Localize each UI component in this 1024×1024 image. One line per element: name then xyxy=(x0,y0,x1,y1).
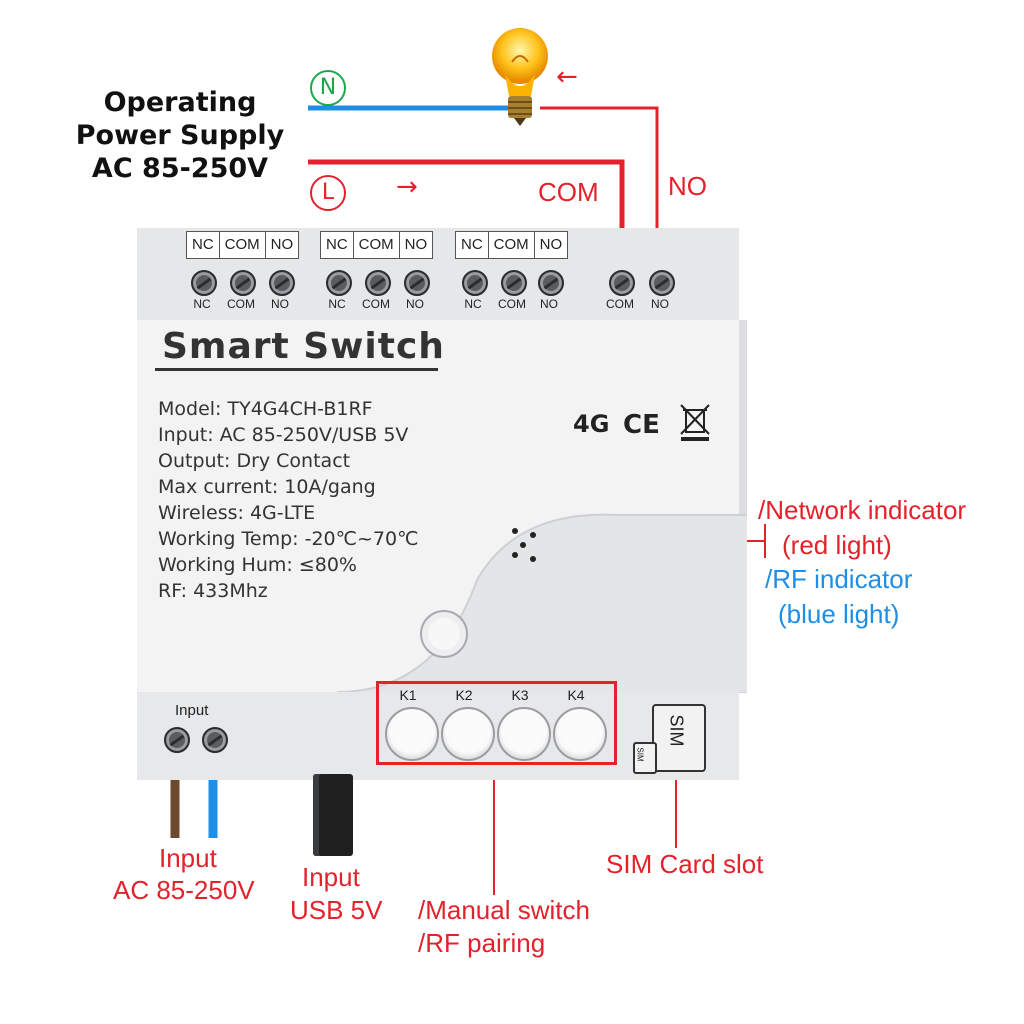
screw-label: NC xyxy=(193,297,211,311)
k3-button[interactable] xyxy=(497,707,551,761)
callout-input-ac-1: Input xyxy=(159,843,217,873)
screw-label: COM xyxy=(227,297,255,311)
callout-network-indicator: /Network indicator xyxy=(758,495,967,525)
screw-ch3-no[interactable] xyxy=(538,270,564,296)
terminal-box-2-nc: NC xyxy=(321,232,354,258)
spec-working-hum: Working Hum: ≤80% xyxy=(158,554,357,576)
callout-network-red-light: (red light) xyxy=(782,530,892,560)
screw-ch4-com[interactable] xyxy=(609,270,635,296)
k2-button[interactable] xyxy=(441,707,495,761)
cert-4g: 4G xyxy=(573,410,610,438)
bulb-icon xyxy=(492,28,548,126)
terminal-box-3: NC COM NO xyxy=(455,231,569,259)
spec-input: Input: AC 85-250V/USB 5V xyxy=(158,424,409,446)
terminal-box-1-no: NO xyxy=(270,236,294,253)
bulb-to-no-wire xyxy=(540,106,659,270)
power-supply-title: Operating Power Supply AC 85-250V xyxy=(60,86,300,185)
callout-rf-blue-light: (blue light) xyxy=(778,599,900,629)
main-pair-button[interactable] xyxy=(420,610,468,658)
indicator-led xyxy=(512,528,518,534)
sim-small-label: SIM xyxy=(635,747,645,762)
sim-card-slot[interactable] xyxy=(652,704,706,772)
weee-bin-icon xyxy=(680,404,710,441)
terminal-box-2-no: NO xyxy=(404,236,428,253)
screw-ch4-no[interactable] xyxy=(649,270,675,296)
k3-label: K3 xyxy=(511,687,529,703)
device-title: Smart Switch xyxy=(162,326,445,367)
screw-label: COM xyxy=(362,297,390,311)
screw-ch1-nc[interactable] xyxy=(191,270,217,296)
screw-label: NC xyxy=(328,297,346,311)
power-supply-line1: Operating xyxy=(103,87,257,118)
indicator-led xyxy=(520,542,526,548)
screw-label: NO xyxy=(271,297,289,311)
terminal-box-1: NC COM NO xyxy=(186,231,300,259)
power-supply-line2: Power Supply xyxy=(75,120,285,151)
input-terminal-label: Input xyxy=(175,702,209,719)
power-supply-line3: AC 85-250V xyxy=(91,153,269,184)
screw-label: COM xyxy=(498,297,526,311)
live-arrow: → xyxy=(396,172,418,202)
spec-wireless: Wireless: 4G-LTE xyxy=(158,502,316,524)
spec-working-temp: Working Temp: -20℃~70℃ xyxy=(158,528,419,550)
callout-manual-switch: /Manual switch xyxy=(418,895,590,925)
screw-ch3-nc[interactable] xyxy=(462,270,488,296)
k4-button[interactable] xyxy=(553,707,607,761)
callout-rf-pairing: /RF pairing xyxy=(418,928,546,958)
live-label: L xyxy=(310,175,346,211)
callout-input-usb-1: Input xyxy=(302,862,360,892)
screw-label: NO xyxy=(540,297,558,311)
no-wire-label: NO xyxy=(668,171,707,201)
spec-output: Output: Dry Contact xyxy=(158,450,351,472)
manual-switch-highlight xyxy=(376,681,617,765)
screw-label: NO xyxy=(406,297,424,311)
bulb-arrow: ← xyxy=(556,62,578,92)
k2-label: K2 xyxy=(455,687,473,703)
screw-input-2[interactable] xyxy=(202,727,228,753)
callout-input-ac-2: AC 85-250V xyxy=(113,875,255,905)
screw-ch1-no[interactable] xyxy=(269,270,295,296)
k1-label: K1 xyxy=(399,687,417,703)
terminal-box-1-nc: NC xyxy=(187,232,220,258)
terminal-box-2: NC COM NO xyxy=(320,231,434,259)
indicator-led xyxy=(512,552,518,558)
screw-label: NC xyxy=(464,297,482,311)
callout-rf-indicator: /RF indicator xyxy=(765,564,913,594)
sim-label: SIM xyxy=(666,714,687,747)
screw-ch2-com[interactable] xyxy=(365,270,391,296)
screw-ch1-com[interactable] xyxy=(230,270,256,296)
sim-small-card xyxy=(633,742,657,774)
screw-ch2-no[interactable] xyxy=(404,270,430,296)
callout-input-usb-2: USB 5V xyxy=(290,895,383,925)
terminal-box-2-com: COM xyxy=(354,232,400,258)
terminal-box-1-com: COM xyxy=(220,232,266,258)
terminal-box-3-nc: NC xyxy=(456,232,489,258)
terminal-box-3-com: COM xyxy=(489,232,535,258)
screw-ch3-com[interactable] xyxy=(501,270,527,296)
screw-input-1[interactable] xyxy=(164,727,190,753)
callout-sim-slot: SIM Card slot xyxy=(606,849,764,879)
screw-ch2-nc[interactable] xyxy=(326,270,352,296)
com-wire-label: COM xyxy=(538,177,599,207)
k1-button[interactable] xyxy=(385,707,439,761)
usb-connector xyxy=(313,774,353,856)
spec-rf: RF: 433Mhz xyxy=(158,580,268,602)
screw-label: COM xyxy=(606,297,634,311)
k4-label: K4 xyxy=(567,687,585,703)
device-side xyxy=(739,320,747,692)
neutral-label: N xyxy=(310,70,346,106)
spec-max-current: Max current: 10A/gang xyxy=(158,476,376,498)
indicator-led xyxy=(530,556,536,562)
cert-ce: CE xyxy=(623,410,660,440)
indicator-led xyxy=(530,532,536,538)
title-underline xyxy=(155,368,438,371)
spec-model: Model: TY4G4CH-B1RF xyxy=(158,398,373,420)
terminal-box-3-no: NO xyxy=(539,236,563,253)
screw-label: NO xyxy=(651,297,669,311)
